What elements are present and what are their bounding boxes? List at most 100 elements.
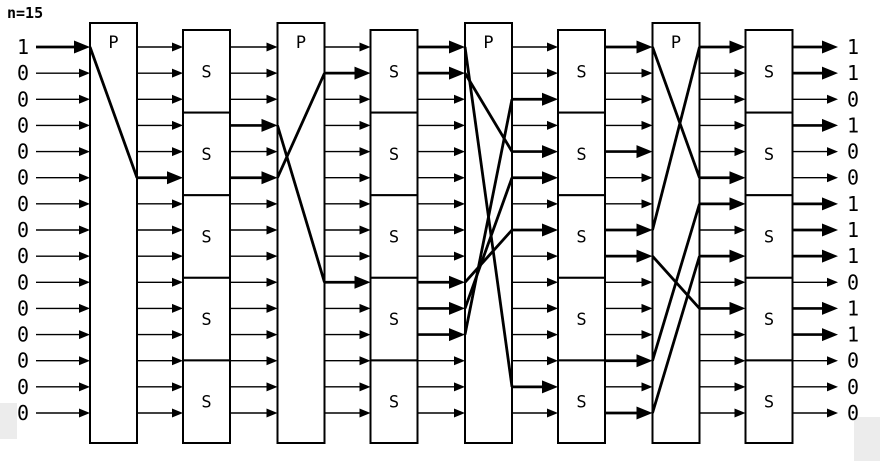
arrow-s3-to-p4-head	[641, 277, 653, 287]
s-box-label: S	[576, 310, 586, 330]
arrow-s3-to-p4-head	[636, 249, 653, 263]
arrow-s3-to-p4-head	[641, 303, 653, 313]
s-box-4-2	[744, 111, 794, 197]
arrow-p1-to-s1-head	[172, 42, 183, 52]
input-bit-4: 0	[17, 113, 29, 137]
arrow-p3-to-s3-head	[547, 251, 558, 261]
arrow-p2-to-s2-head	[359, 303, 371, 313]
arrow-s1-to-p2-head	[261, 118, 278, 132]
input-bit-13: 0	[17, 349, 29, 373]
arrow-s2-to-p3-head	[454, 408, 465, 418]
arrow-s4-to-output-head	[822, 118, 838, 132]
output-bit-3: 0	[847, 87, 859, 111]
arrow-p2-to-s2-head	[359, 173, 371, 183]
arrow-input-to-p1-head	[79, 68, 90, 78]
permutation-route-line	[276, 72, 326, 179]
arrow-s2-to-p3-head	[449, 275, 465, 289]
arrow-p2-to-s2-head	[359, 382, 371, 392]
p-box-3	[464, 22, 513, 444]
arrow-p3-to-s3-head	[542, 171, 558, 185]
s-box-3-2	[557, 111, 606, 197]
arrow-p2-to-s2-head	[359, 356, 371, 366]
s-box-3-5	[557, 359, 606, 444]
arrow-input-to-p1-head	[74, 40, 90, 54]
output-bit-13: 0	[847, 349, 859, 373]
arrow-s4-to-output-head	[822, 328, 838, 342]
arrow-s3-to-p4-head	[641, 68, 653, 78]
s-box-label: S	[764, 145, 774, 165]
s-box-label: S	[576, 228, 586, 248]
arrow-p4-to-s4-head	[734, 330, 746, 340]
arrow-p4-to-s4-head	[734, 382, 746, 392]
permutation-route-line	[276, 125, 326, 283]
arrow-input-to-p1-head	[79, 382, 90, 392]
scan-artifact	[854, 417, 880, 461]
input-bit-3: 0	[17, 87, 29, 111]
arrow-input-to-p1-head	[79, 330, 90, 340]
output-bit-11: 1	[847, 296, 859, 320]
s-box-label: S	[201, 310, 211, 330]
input-bit-1: 1	[17, 35, 29, 59]
arrow-s1-to-p2-head	[266, 68, 278, 78]
arrow-s4-to-output-head	[827, 94, 838, 104]
arrow-s3-to-p4-head	[636, 40, 653, 54]
output-bit-9: 1	[847, 244, 859, 268]
arrow-input-to-p1-head	[79, 147, 90, 157]
arrow-p1-to-s1-head	[172, 356, 183, 366]
arrow-p4-to-s4-head	[729, 171, 746, 185]
s-box-label: S	[201, 393, 211, 413]
arrow-s3-to-p4-head	[641, 94, 653, 104]
arrow-p2-to-s2-head	[359, 42, 371, 52]
permutation-route-line	[651, 255, 701, 414]
arrow-s4-to-output-head	[827, 382, 838, 392]
arrow-p2-to-s2-head	[354, 66, 371, 80]
arrow-s2-to-p3-head	[454, 199, 465, 209]
permutation-route-line	[463, 229, 514, 284]
arrow-p1-to-s1-head	[172, 251, 183, 261]
arrow-p3-to-s3-head	[542, 145, 558, 159]
s-box-label: S	[764, 228, 774, 248]
s-box-label: S	[201, 228, 211, 248]
arrow-p1-to-s1-head	[172, 225, 183, 235]
input-bit-14: 0	[17, 375, 29, 399]
arrow-s3-to-p4-head	[636, 406, 653, 420]
output-bit-14: 0	[847, 375, 859, 399]
arrow-p3-to-s3-head	[547, 277, 558, 287]
arrow-p3-to-s3-head	[542, 380, 558, 394]
arrow-p3-to-s3-head	[547, 356, 558, 366]
arrow-s4-to-output-head	[827, 408, 838, 418]
arrow-input-to-p1-head	[79, 251, 90, 261]
arrow-p3-to-s3-head	[547, 330, 558, 340]
arrow-p1-to-s1-head	[172, 199, 183, 209]
arrow-s2-to-p3-head	[454, 147, 465, 157]
permutation-route-line	[463, 177, 514, 309]
s-box-label: S	[576, 62, 586, 82]
arrow-s1-to-p2-head	[261, 171, 278, 185]
s-box-4-3	[744, 194, 794, 279]
permutation-route-line	[88, 46, 139, 179]
arrow-p2-to-s2-head	[359, 147, 371, 157]
arrow-s1-to-p2-head	[266, 356, 278, 366]
s-box-label: S	[389, 145, 399, 165]
arrow-p4-to-s4-head	[734, 408, 746, 418]
arrow-s1-to-p2-head	[266, 225, 278, 235]
arrow-p1-to-s1-head	[172, 94, 183, 104]
s-box-2-4	[369, 276, 419, 362]
arrow-p3-to-s3-head	[547, 199, 558, 209]
arrow-s2-to-p3-head	[449, 301, 465, 315]
s-box-2-5	[369, 359, 419, 444]
s-box-label: S	[764, 310, 774, 330]
arrow-s2-to-p3-head	[449, 328, 465, 342]
arrow-p1-to-s1-head	[172, 303, 183, 313]
arrow-input-to-p1-head	[79, 94, 90, 104]
s-box-label: S	[389, 62, 399, 82]
arrow-s4-to-output-head	[827, 173, 838, 183]
arrow-s4-to-output-head	[822, 301, 838, 315]
p-box-label: P	[108, 33, 118, 53]
arrow-p4-to-s4-head	[734, 120, 746, 130]
arrow-s4-to-output-head	[822, 66, 838, 80]
arrow-s2-to-p3-head	[449, 66, 465, 80]
arrow-p4-to-s4-head	[734, 277, 746, 287]
s-box-label: S	[764, 62, 774, 82]
arrow-p1-to-s1-head	[172, 330, 183, 340]
